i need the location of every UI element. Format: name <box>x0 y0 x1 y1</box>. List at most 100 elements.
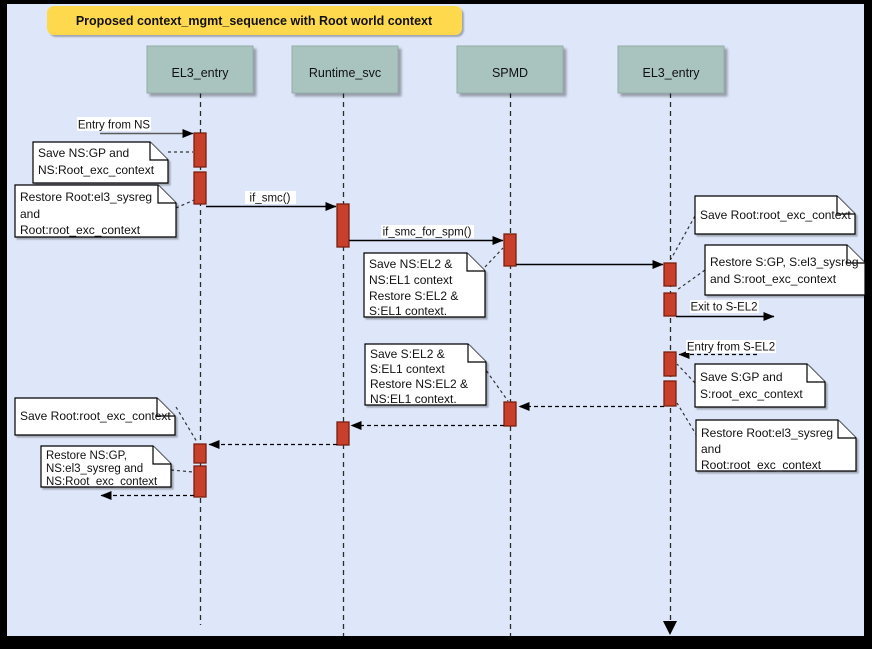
note-fold-icon <box>806 364 825 383</box>
title-box <box>47 6 462 35</box>
note-save-s-gp: Save S:GP and S:root_exc_context <box>694 363 826 408</box>
activation-bar <box>663 351 677 377</box>
activation-bar <box>663 292 677 317</box>
note-restore-root-sysreg-2: Restore Root:el3_sysreg and Root:root_ex… <box>695 419 857 472</box>
note-line: S:root_exc_context <box>700 387 803 401</box>
note-shape <box>704 244 866 296</box>
note-line: Restore NS:EL2 & <box>370 377 468 391</box>
activation-bar <box>503 233 517 267</box>
note-fold-icon <box>836 196 855 215</box>
actor-runtime-svc: Runtime_svc <box>291 45 399 94</box>
note-line: and <box>20 207 40 221</box>
note-fold-icon <box>157 185 176 204</box>
note-restore-s-gp: Restore S:GP, S:el3_sysreg and S:root_ex… <box>704 244 866 296</box>
diagram-title: Proposed context_mgmt_sequence with Root… <box>76 14 433 28</box>
message-label-entry-from-ns: Entry from NS <box>78 120 151 132</box>
note-restore-root-sysreg-1: Restore Root:el3_sysreg and Root:root_ex… <box>14 184 177 238</box>
note-fold-icon <box>466 253 485 272</box>
note-line: NS:EL1 context. <box>370 392 457 406</box>
message-label-bg <box>381 225 474 238</box>
note-fold-icon <box>149 142 168 161</box>
diagram-background <box>7 4 864 636</box>
note-fold-icon <box>467 344 486 363</box>
activation-bar <box>663 262 677 287</box>
note-save-root-exc-bottom: Save Root:root_exc_context <box>14 397 176 436</box>
actor-box <box>617 45 725 94</box>
lifeline-end-arrow-icon <box>663 621 677 635</box>
activation-bar <box>663 380 677 407</box>
actor-label: SPMD <box>492 66 528 80</box>
note-connector <box>670 215 696 260</box>
actor-label: EL3_entry <box>643 66 701 80</box>
note-line: Restore NS:GP, <box>46 450 127 462</box>
note-shape <box>694 195 856 235</box>
message-label-bg <box>245 191 296 204</box>
note-shape <box>32 141 169 184</box>
note-connector <box>170 469 194 473</box>
note-line: Save NS:EL2 & <box>369 257 452 271</box>
note-save-ns-gp: Save NS:GP and NS:Root_exc_context <box>32 141 169 184</box>
note-shape <box>14 397 176 436</box>
note-save-ns-el2: Save NS:EL2 & NS:EL1 context Restore S:E… <box>363 252 486 318</box>
note-line: Save S:GP and <box>700 370 783 384</box>
activation-bar <box>193 132 207 168</box>
note-connector <box>484 247 504 268</box>
note-shape <box>14 184 177 238</box>
actor-box <box>291 45 399 94</box>
message-label-if-smc: if_smc() <box>250 193 291 205</box>
note-shape <box>364 343 487 406</box>
note-connector <box>175 406 198 443</box>
actor-box <box>456 45 564 94</box>
note-line: Restore S:GP, S:el3_sysreg <box>710 255 859 269</box>
actor-box <box>146 45 254 94</box>
actor-label: EL3_entry <box>172 66 230 80</box>
note-line: NS:EL1 context <box>369 273 453 287</box>
note-line: Restore Root:el3_sysreg <box>701 426 833 440</box>
message-label-if-smc-for-spm: if_smc_for_spm() <box>383 227 472 239</box>
activation-bar <box>336 421 350 446</box>
note-line: Save S:EL2 & <box>370 347 445 361</box>
note-line: Root:root_exc_context <box>20 223 141 237</box>
message-label-entry-from-sel2: Entry from S-EL2 <box>687 342 775 354</box>
note-shape <box>363 252 486 318</box>
note-line: Root:root_exc_context <box>701 458 822 472</box>
activation-bar <box>336 203 350 248</box>
note-fold-icon <box>156 398 175 417</box>
note-line: NS:Root_exc_context <box>38 163 155 177</box>
activation-bar <box>193 171 207 205</box>
note-line: Restore Root:el3_sysreg <box>20 190 152 204</box>
message-label-bg <box>77 117 151 131</box>
note-save-s-el2: Save S:EL2 & S:EL1 context Restore NS:EL… <box>364 343 487 406</box>
note-line: Save Root:root_exc_context <box>20 409 171 423</box>
note-line: Save Root:root_exc_context <box>700 208 851 222</box>
note-line: and <box>701 442 721 456</box>
activation-bar <box>503 401 517 427</box>
note-connector <box>676 363 696 384</box>
message-label-exit-to-sel2: Exit to S-EL2 <box>690 302 757 314</box>
note-save-root-exc-top: Save Root:root_exc_context <box>694 195 856 235</box>
actor-el3-entry-2: EL3_entry <box>617 45 725 94</box>
note-line: S:EL1 context <box>370 362 445 376</box>
note-connector <box>676 402 698 437</box>
note-line: NS:el3_sysreg and <box>46 463 143 475</box>
note-shape <box>695 419 857 472</box>
actor-spmd: SPMD <box>456 45 564 94</box>
note-connector <box>482 365 509 402</box>
note-line: S:EL1 context. <box>369 304 447 318</box>
activation-bar <box>193 443 207 464</box>
actor-label: Runtime_svc <box>309 66 381 80</box>
note-fold-icon <box>837 420 856 439</box>
note-restore-ns-gp: Restore NS:GP, NS:el3_sysreg and NS:Root… <box>40 445 172 488</box>
note-shape <box>40 445 172 488</box>
message-label-bg <box>690 300 759 313</box>
activation-bar <box>193 465 207 498</box>
note-line: and S:root_exc_context <box>710 272 837 286</box>
note-line: Save NS:GP and <box>38 146 129 160</box>
message-label-bg <box>686 340 776 353</box>
note-line: Restore S:EL2 & <box>369 289 458 303</box>
note-fold-icon <box>152 446 171 465</box>
note-shape <box>694 363 826 408</box>
actor-el3-entry-1: EL3_entry <box>146 45 254 94</box>
note-fold-icon <box>846 245 865 264</box>
